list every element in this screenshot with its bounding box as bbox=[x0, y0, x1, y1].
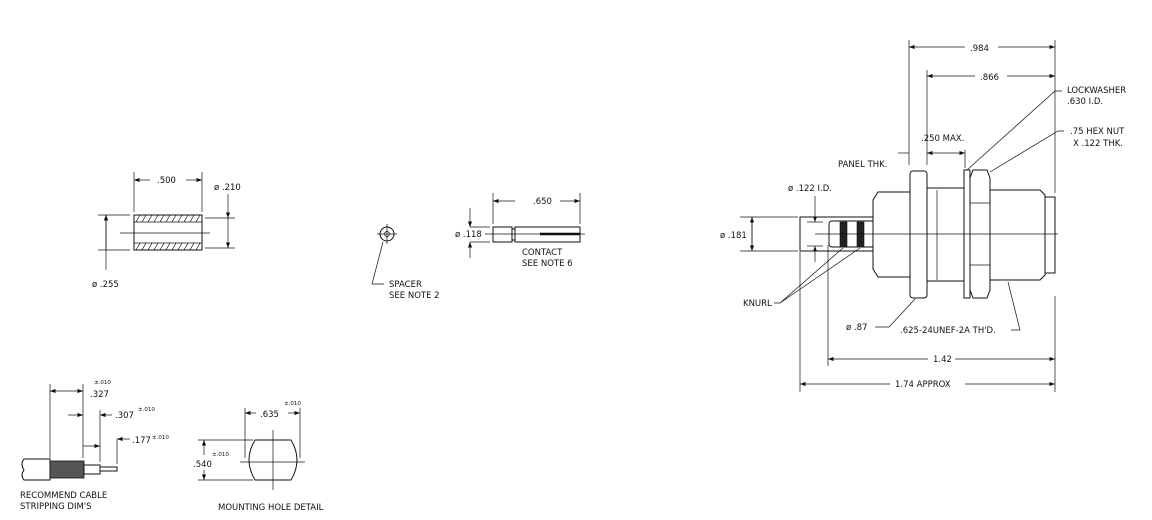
hex-nut-thk: X .122 THK. bbox=[1073, 139, 1123, 149]
dim-od: ø .181 bbox=[720, 231, 747, 241]
panel-thk-label: PANEL THK. bbox=[838, 160, 887, 170]
dim-id: ø .122 I.D. bbox=[788, 184, 832, 194]
sleeve-length: .500 bbox=[157, 176, 176, 186]
lockwasher-label: LOCKWASHER bbox=[1067, 86, 1126, 96]
lockwasher-id: .630 I.D. bbox=[1067, 97, 1103, 107]
flange-dia: ø .87 bbox=[846, 323, 867, 333]
dim-866: .866 bbox=[980, 73, 999, 83]
tol: ±.010 bbox=[284, 401, 301, 407]
mounting-hole-view: .635 ±.010 .540 ±.010 MOUNTING HOLE DETA… bbox=[193, 401, 324, 513]
connector-view: .984 .866 .250 MAX. PANEL THK. LOCKWASHE… bbox=[720, 40, 1126, 392]
tol: ±.010 bbox=[212, 452, 229, 458]
strip-307: .307 bbox=[115, 411, 134, 421]
braid bbox=[49, 460, 85, 479]
contact-note: SEE NOTE 6 bbox=[522, 259, 573, 269]
hole-width: .635 bbox=[260, 410, 279, 420]
dim-142: 1.42 bbox=[933, 355, 952, 365]
contact-view: .650 ø .118 CONTACT SEE NOTE 6 bbox=[455, 193, 585, 269]
spacer-view: SPACER SEE NOTE 2 bbox=[371, 224, 440, 301]
dim-panel-max: .250 MAX. bbox=[921, 134, 964, 144]
thread-spec: .625-24UNEF-2A TH'D. bbox=[900, 326, 996, 336]
hex-nut-label: .75 HEX NUT bbox=[1070, 127, 1125, 137]
contact-label: CONTACT bbox=[522, 248, 563, 258]
flange bbox=[909, 170, 928, 299]
tol: ±.010 bbox=[152, 435, 169, 441]
stripping-title-2: STRIPPING DIM'S bbox=[20, 502, 92, 512]
contact-length: .650 bbox=[533, 197, 552, 207]
sleeve-inner-dia: ø .210 bbox=[214, 183, 241, 193]
spacer-label: SPACER bbox=[389, 280, 422, 290]
contact-dia: ø .118 bbox=[455, 230, 482, 240]
tol: ±.010 bbox=[94, 380, 111, 386]
tol: ±.010 bbox=[138, 407, 155, 413]
strip-177: .177 bbox=[132, 436, 151, 446]
knurl-band bbox=[839, 221, 848, 248]
sleeve-body bbox=[133, 214, 203, 251]
knurl-label: KNURL bbox=[743, 299, 772, 309]
hole-height: .540 bbox=[193, 460, 212, 470]
dim-174: 1.74 APPROX bbox=[895, 380, 951, 390]
dim-984: .984 bbox=[970, 44, 989, 54]
spacer-note: SEE NOTE 2 bbox=[389, 291, 440, 301]
knurl-band bbox=[856, 221, 865, 248]
strip-327: .327 bbox=[90, 390, 109, 400]
mounting-title: MOUNTING HOLE DETAIL bbox=[218, 503, 324, 513]
sleeve-outer-dia: ø .255 bbox=[92, 280, 119, 290]
stripping-title: RECOMMEND CABLE bbox=[20, 491, 107, 501]
sleeve-view: .500 ø .210 ø .255 bbox=[92, 172, 241, 290]
cable-stripping-view: .327 ±.010 .307 ±.010 .177 ±.010 RECOMME… bbox=[20, 380, 169, 512]
